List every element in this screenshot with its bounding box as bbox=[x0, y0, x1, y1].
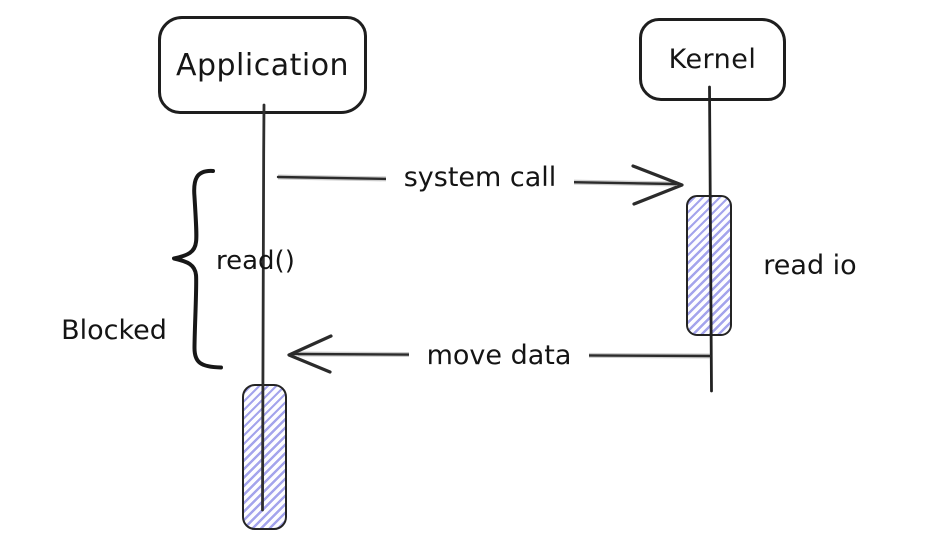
system-call-arrowhead-icon bbox=[631, 164, 684, 206]
actor-label-application: Application bbox=[175, 47, 350, 83]
move-data-arrowhead-icon bbox=[287, 334, 333, 374]
message-label-move-data: move data bbox=[409, 338, 589, 373]
activation-bar-application bbox=[242, 384, 287, 530]
read-io-label: read io bbox=[763, 249, 857, 281]
actor-label-kernel: Kernel bbox=[668, 44, 757, 75]
actor-box-kernel: Kernel bbox=[639, 18, 786, 101]
actor-box-application: Application bbox=[158, 16, 367, 114]
message-label-system-call: system call bbox=[386, 160, 574, 195]
read-call-label: read() bbox=[216, 246, 295, 276]
activation-bar-kernel bbox=[686, 195, 732, 336]
blocked-label: Blocked bbox=[61, 314, 167, 346]
blocked-brace-icon bbox=[172, 168, 223, 370]
